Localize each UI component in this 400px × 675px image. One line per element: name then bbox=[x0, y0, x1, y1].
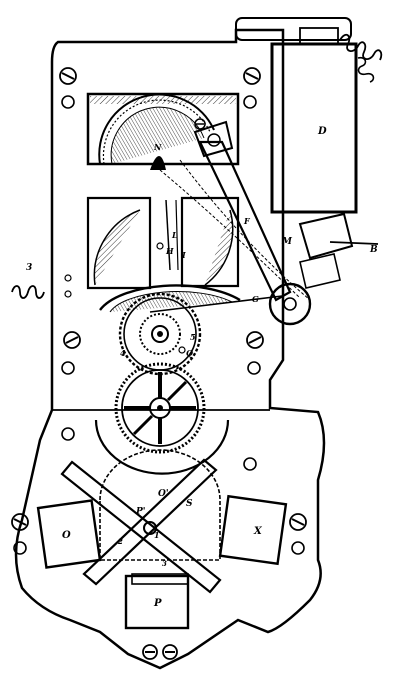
label-s: S bbox=[186, 499, 193, 509]
frame-plate bbox=[14, 28, 326, 670]
label-b: B bbox=[369, 245, 378, 255]
armature-m-b: M B bbox=[281, 212, 379, 289]
gear-lower bbox=[114, 362, 206, 454]
contact-arms: O' P' S 1 bbox=[60, 458, 222, 594]
block-x: X bbox=[218, 494, 288, 566]
pivot-disc: G bbox=[149, 282, 312, 326]
label-x: X bbox=[253, 526, 263, 537]
cell-d: D bbox=[235, 17, 383, 214]
spring-coil-left bbox=[11, 285, 45, 299]
center-disc bbox=[99, 449, 221, 561]
label-l: L bbox=[171, 230, 178, 240]
label-d: D bbox=[317, 126, 327, 137]
label-m: M bbox=[281, 237, 293, 247]
lower-arch bbox=[94, 419, 230, 475]
middle-window: L H I bbox=[86, 196, 240, 290]
label-f: F bbox=[243, 216, 251, 226]
label-q: Q bbox=[186, 348, 193, 358]
balance-rim bbox=[99, 284, 241, 311]
block-p: P bbox=[124, 574, 190, 630]
contact-strip bbox=[131, 573, 189, 585]
label-four: 4 bbox=[120, 348, 126, 358]
screw-heads bbox=[11, 67, 307, 660]
block-o: O bbox=[36, 499, 102, 569]
label-p: P bbox=[153, 598, 162, 609]
label-g: G bbox=[252, 294, 259, 304]
label-one: 1 bbox=[154, 530, 160, 540]
label-p-prime: P' bbox=[135, 507, 146, 517]
label-five: 5 bbox=[190, 332, 196, 342]
label-n: N bbox=[153, 142, 162, 152]
label-three-bottom: 3 bbox=[162, 559, 167, 568]
upper-window: N bbox=[86, 92, 240, 170]
rivet-holes bbox=[13, 95, 305, 555]
label-two: 2 bbox=[117, 537, 123, 546]
lever-arm-f: F bbox=[159, 140, 311, 302]
label-three-left: 3 bbox=[26, 263, 32, 273]
label-o-prime: O' bbox=[158, 489, 169, 499]
label-o: O bbox=[62, 530, 71, 541]
label-i: I bbox=[181, 250, 186, 260]
